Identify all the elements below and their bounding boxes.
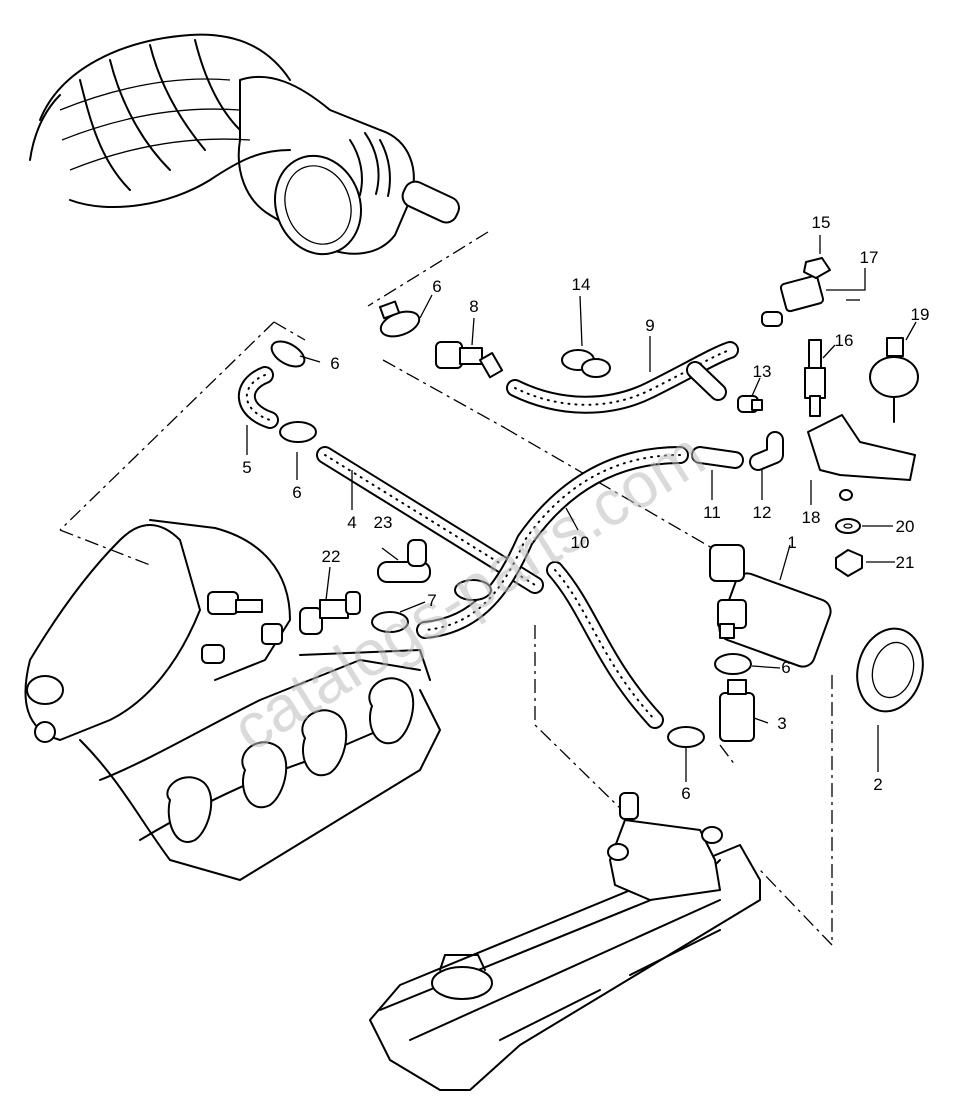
- pressure-sensor-19: [869, 337, 919, 423]
- hose-4: [316, 446, 544, 594]
- callout-16: 16: [835, 331, 854, 350]
- hose-9: [506, 341, 739, 414]
- callout-leaders: [246, 235, 917, 782]
- hose-5: [237, 366, 279, 429]
- callout-6-bottom: 6: [681, 784, 690, 803]
- washer-20: [835, 518, 861, 534]
- clamp-parts: [270, 300, 752, 748]
- callout-3: 3: [777, 714, 786, 733]
- callout-9: 9: [645, 316, 654, 335]
- callout-1: 1: [787, 533, 796, 552]
- stud-16: [804, 339, 826, 417]
- callout-14: 14: [572, 275, 591, 294]
- callout-17: 17: [860, 248, 879, 267]
- hose-10: [416, 446, 689, 729]
- callout-20: 20: [896, 517, 915, 536]
- valve-cover: [369, 792, 761, 1091]
- connector-8: [435, 341, 504, 379]
- valve-17: [761, 275, 825, 327]
- nut-15: [803, 257, 831, 279]
- callout-8: 8: [469, 297, 478, 316]
- connector-22: [299, 591, 361, 635]
- callout-12: 12: [753, 503, 772, 522]
- intake-manifold: [24, 519, 441, 881]
- nut-21: [835, 549, 863, 577]
- callout-2: 2: [873, 775, 882, 794]
- air-intake-duct: [29, 33, 460, 256]
- solenoid-valve-1: [709, 544, 832, 668]
- callout-11: 11: [703, 503, 721, 522]
- callout-6-left: 6: [330, 354, 339, 373]
- callout-13: 13: [753, 362, 772, 381]
- callout-7: 7: [427, 591, 436, 610]
- rubber-sleeve-2: [856, 627, 924, 713]
- callout-6-mid: 6: [292, 483, 301, 502]
- hose-12: [749, 431, 784, 471]
- callout-10: 10: [571, 533, 590, 552]
- hose-11: [691, 446, 744, 469]
- callouts: 1 2 3 4 5 6 6 6 6 6 7 8 9 10 11 12 13 14…: [242, 213, 929, 803]
- callout-5: 5: [242, 458, 251, 477]
- callout-18: 18: [802, 508, 821, 527]
- callout-6-right: 6: [781, 658, 790, 677]
- callout-15: 15: [812, 213, 831, 232]
- t-piece-23: [377, 539, 431, 583]
- bracket-18: [807, 414, 916, 501]
- callout-4: 4: [347, 513, 356, 532]
- callout-21: 21: [896, 553, 915, 572]
- check-valve-13: [737, 395, 763, 413]
- callout-6-top: 6: [432, 277, 441, 296]
- callout-22: 22: [322, 547, 341, 566]
- valve-3: [719, 679, 755, 742]
- callout-19: 19: [911, 305, 930, 324]
- callout-23: 23: [374, 513, 393, 532]
